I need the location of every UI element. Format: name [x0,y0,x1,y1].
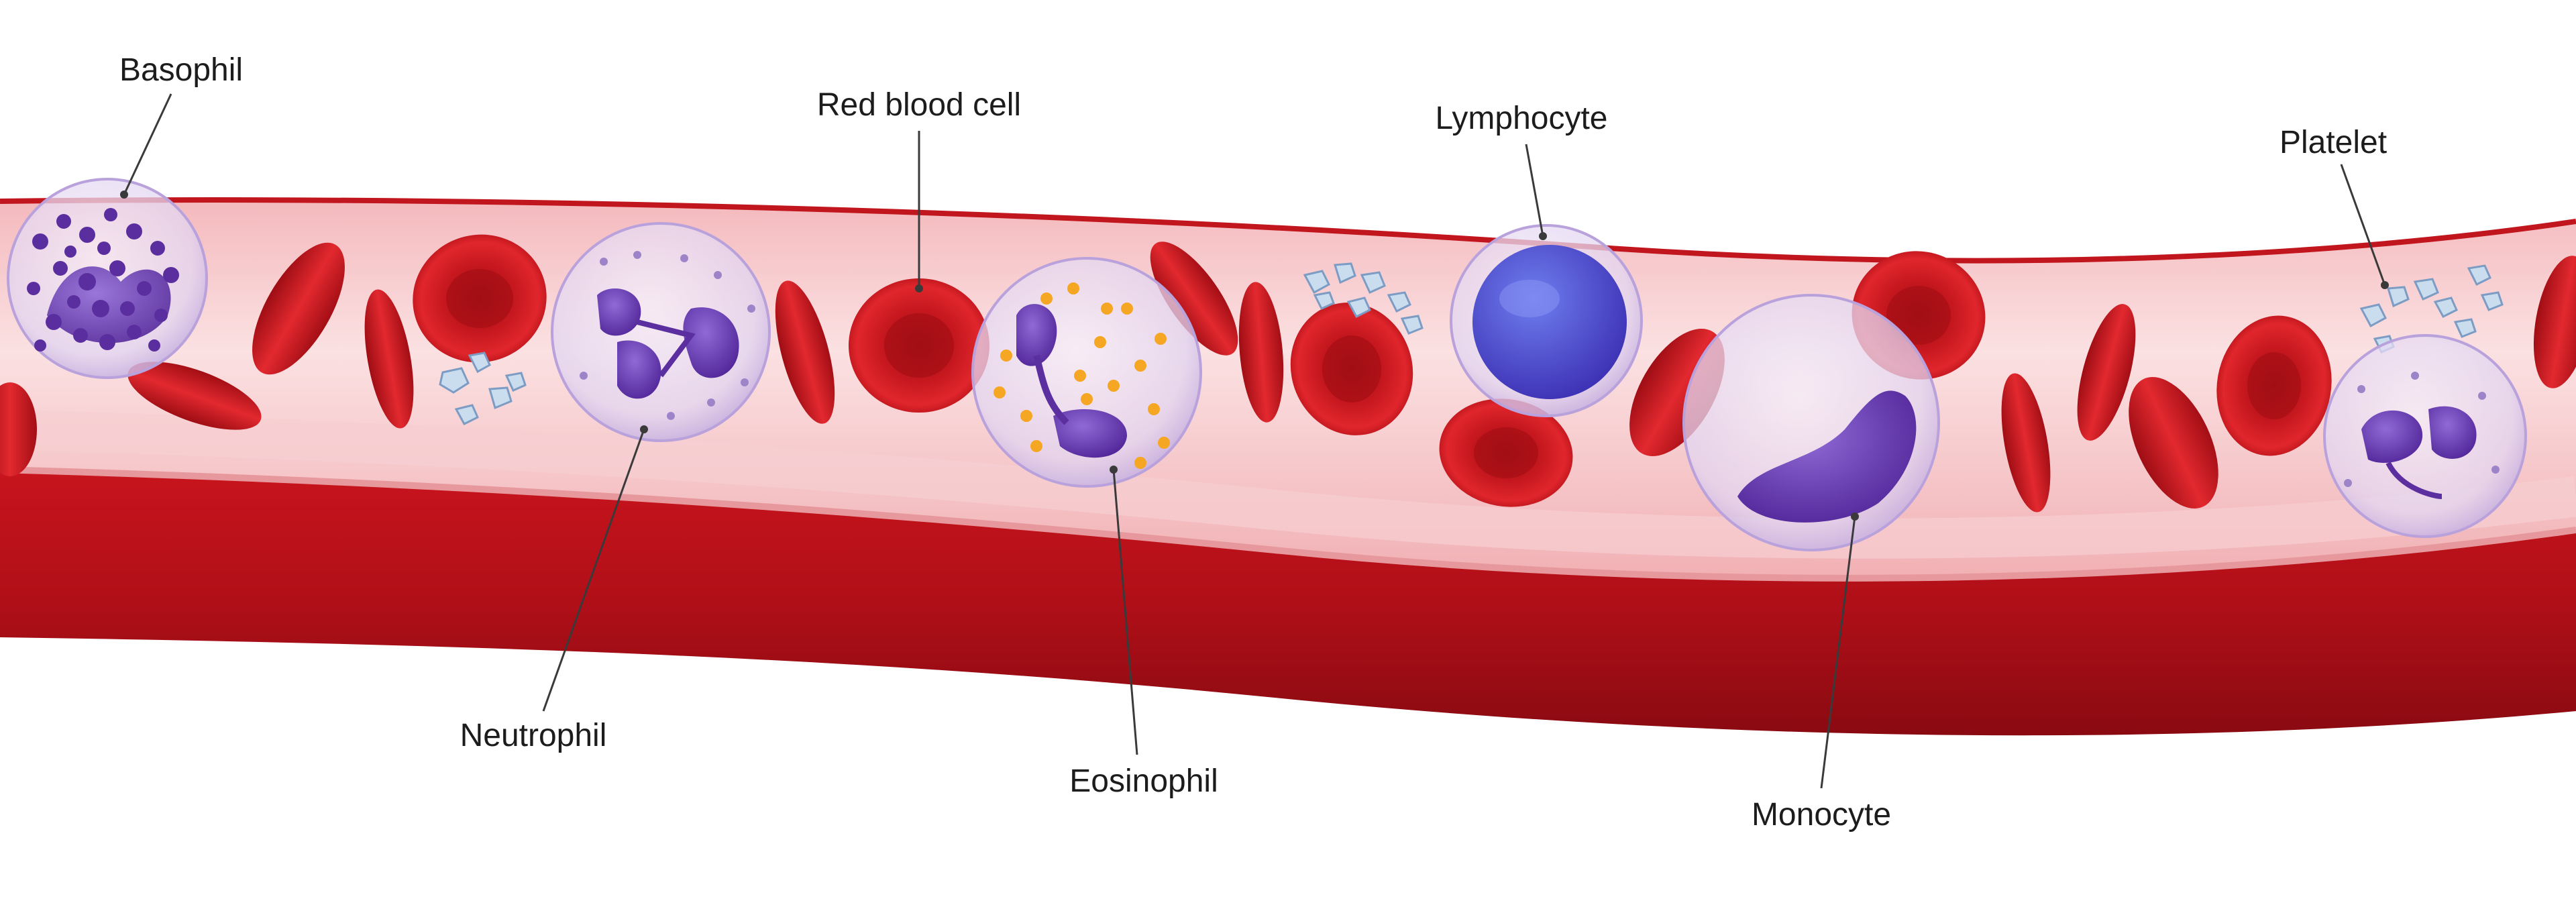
label-lymphocyte: Lymphocyte [1435,101,1607,136]
red-blood-cell [2129,377,2218,508]
red-blood-cell [2533,256,2576,388]
vessel-lower-rim [0,466,2576,582]
vessel-wall [0,470,2576,736]
red-blood-cells [0,234,2576,513]
red-blood-cell [1238,282,1284,423]
red-blood-cell [252,242,345,375]
red-blood-cell [1439,398,1573,507]
vessel-floor [0,409,2576,559]
basophil-cell [7,178,208,379]
red-blood-cell [849,278,989,413]
platelets [439,262,2504,425]
red-blood-cell [2001,373,2051,513]
red-blood-cell [2216,315,2332,456]
red-blood-cell [0,382,37,476]
leader-lines [120,93,2389,789]
label-platelet: Platelet [2279,125,2387,160]
eosinophil-cell [971,257,1202,488]
red-blood-cell [364,289,414,429]
label-red-blood-cell: Red blood cell [817,87,1021,123]
neutrophil-cell [551,222,771,442]
red-blood-cell [413,234,547,363]
red-blood-cell [2077,304,2136,441]
label-monocyte: Monocyte [1752,797,1891,833]
red-blood-cell [1150,242,1238,356]
label-eosinophil: Eosinophil [1069,763,1218,799]
lymphocyte-cell [1450,224,1643,417]
label-basophil: Basophil [119,52,243,88]
vessel-upper-rim [0,197,2576,264]
monocyte-cell [1682,294,1940,551]
red-blood-cell [775,280,835,424]
labels: Basophil Red blood cell Lymphocyte Plate… [119,52,2387,833]
label-neutrophil: Neutrophil [460,718,607,753]
red-blood-cell [127,362,262,430]
red-blood-cell [1290,303,1413,435]
neutrophil-cell-right [2323,334,2527,538]
